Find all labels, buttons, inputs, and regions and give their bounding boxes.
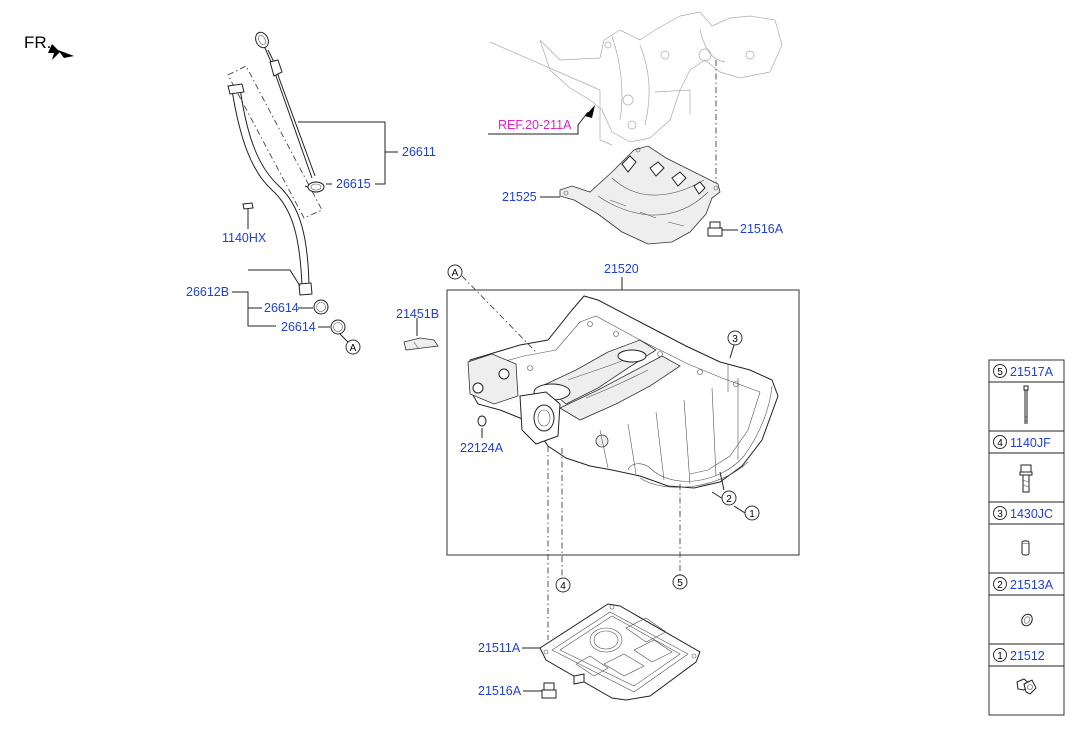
part-label-21525[interactable]: 21525 — [502, 190, 537, 204]
engine-block-reference-drawing — [488, 11, 783, 190]
legend-row-1[interactable]: 1 21512 — [993, 648, 1045, 695]
legend-number-4: 4 — [997, 438, 1003, 449]
reference-label[interactable]: REF.20-211A — [498, 118, 572, 132]
dowel-pin-icon — [1021, 540, 1030, 556]
callout-5[interactable]: 5 — [672, 574, 688, 590]
dipstick-assembly-drawing — [227, 31, 398, 343]
part-label-26614-upper[interactable]: 26614 — [264, 301, 299, 315]
flange-bolt-icon — [1019, 464, 1033, 493]
oil-pan-drawing — [461, 275, 779, 640]
part-label-26612b[interactable]: 26612B — [186, 285, 229, 299]
part-label-26611[interactable]: 26611 — [402, 145, 436, 159]
callout-1[interactable]: 1 — [744, 505, 760, 521]
callout-a-dipstick[interactable]: A — [345, 339, 361, 355]
part-label-22124a[interactable]: 22124A — [460, 441, 504, 455]
svg-text:A: A — [452, 268, 459, 279]
legend-row-2[interactable]: 2 21513A — [993, 577, 1054, 628]
svg-text:5: 5 — [677, 578, 683, 589]
part-label-1140hx[interactable]: 1140HX — [222, 231, 267, 245]
legend-part-5: 21517A — [1010, 365, 1054, 379]
legend-number-2: 2 — [997, 580, 1003, 591]
part-label-21520[interactable]: 21520 — [604, 262, 639, 276]
legend-part-4: 1140JF — [1010, 436, 1051, 450]
long-bolt-icon — [1023, 385, 1029, 424]
lower-oil-pan-drawing — [522, 603, 701, 701]
legend-row-5[interactable]: 5 21517A — [993, 364, 1054, 425]
part-label-26615[interactable]: 26615 — [336, 177, 371, 191]
baffle-plate-drawing — [540, 145, 738, 245]
part-label-26614-lower[interactable]: 26614 — [281, 320, 316, 334]
legend-number-3: 3 — [997, 509, 1003, 520]
oil-pan-assembly-frame — [446, 289, 800, 556]
legend-row-4[interactable]: 4 1140JF — [993, 435, 1052, 493]
legend-part-3: 1430JC — [1010, 507, 1053, 521]
callout-2[interactable]: 2 — [721, 490, 737, 506]
gasket-washer-icon — [1021, 613, 1033, 627]
legend-number-1: 1 — [997, 651, 1003, 662]
legend-row-3[interactable]: 3 1430JC — [993, 506, 1054, 556]
part-label-21516a-top[interactable]: 21516A — [740, 222, 784, 236]
svg-text:1: 1 — [749, 509, 755, 520]
part-label-21451b[interactable]: 21451B — [396, 307, 439, 321]
part-label-21516a-bottom[interactable]: 21516A — [478, 684, 522, 698]
front-direction-indicator: FR. — [24, 33, 74, 60]
callout-3[interactable]: 3 — [727, 330, 743, 346]
svg-text:2: 2 — [726, 494, 732, 505]
fastener-legend — [988, 359, 1065, 716]
front-label: FR. — [24, 33, 51, 52]
front-arrow-icon — [48, 44, 60, 60]
svg-text:3: 3 — [732, 334, 738, 345]
bracket-21451b-drawing — [403, 318, 439, 351]
legend-number-5: 5 — [997, 367, 1003, 378]
callout-a-pan[interactable]: A — [447, 264, 463, 280]
svg-text:A: A — [350, 343, 357, 354]
legend-part-1: 21512 — [1010, 649, 1045, 663]
drain-plug-icon — [1016, 678, 1037, 695]
svg-text:4: 4 — [560, 581, 566, 592]
part-label-21511a[interactable]: 21511A — [478, 641, 521, 655]
callout-4[interactable]: 4 — [555, 577, 571, 593]
legend-part-2: 21513A — [1010, 578, 1054, 592]
